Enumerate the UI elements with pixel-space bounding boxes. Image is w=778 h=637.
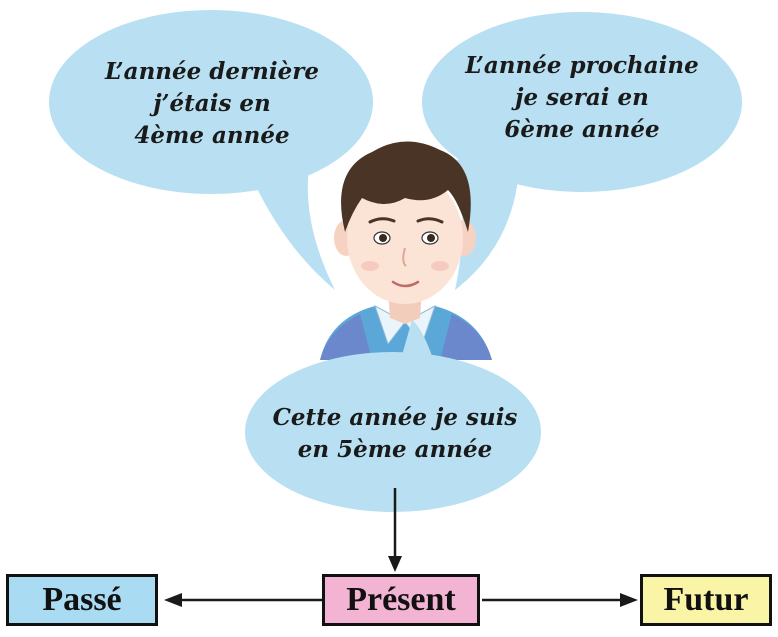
timeline-past-box: Passé (6, 574, 158, 626)
bubble-present (245, 320, 541, 512)
bubble-future (422, 12, 742, 290)
bubble-past-line-2: j’étais en (153, 90, 271, 117)
boy-illustration (320, 141, 492, 360)
bubble-past-line-3: 4ème année (134, 122, 290, 149)
bubble-future-text: L’année prochaine je serai en 6ème année (440, 50, 724, 146)
bubble-past-line-1: L’année dernière (105, 58, 319, 85)
bubble-future-line-1: L’année prochaine (465, 52, 699, 79)
timeline-future-label: Futur (663, 581, 749, 618)
bubble-future-line-3: 6ème année (504, 116, 660, 143)
timeline-arrows (164, 488, 638, 607)
bubble-present-line-2: en 5ème année (297, 436, 493, 463)
bubble-present-text: Cette année je suis en 5ème année (253, 402, 537, 466)
bubble-present-line-1: Cette année je suis (272, 404, 518, 431)
timeline-future-box: Futur (640, 574, 772, 626)
bubble-past-text: L’année dernière j’étais en 4ème année (70, 56, 354, 152)
bubble-past (49, 10, 373, 290)
timeline-present-label: Présent (346, 581, 456, 618)
bubble-future-line-2: je serai en (515, 84, 649, 111)
timeline-present-box: Présent (322, 574, 480, 626)
timeline-past-label: Passé (42, 581, 122, 618)
